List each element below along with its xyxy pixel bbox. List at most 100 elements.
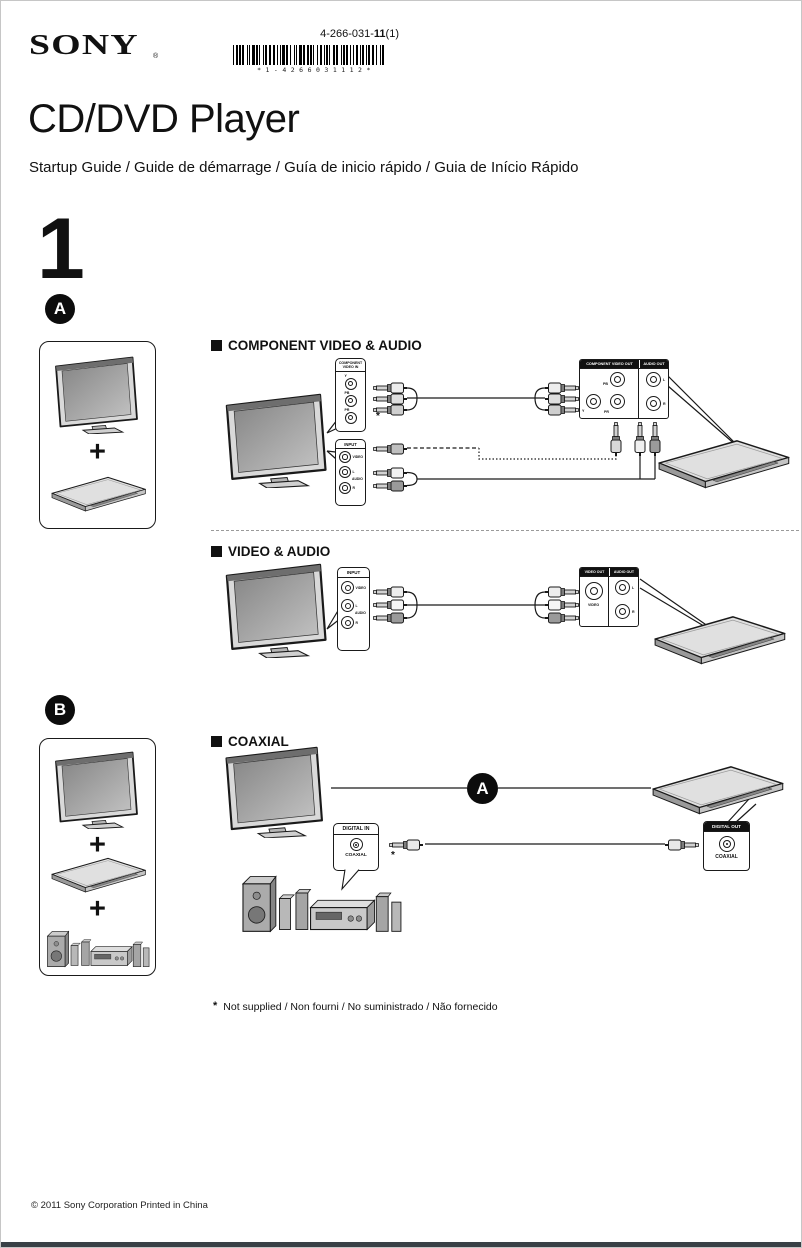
barcode-bars xyxy=(233,45,399,65)
tv-illustration xyxy=(223,393,333,488)
jack-label: Y xyxy=(582,409,585,413)
jack-label: L xyxy=(663,378,666,382)
rca-jack xyxy=(344,411,357,424)
rca-plug-icon xyxy=(373,443,407,455)
home-theater-illustration xyxy=(45,915,151,969)
section-marker xyxy=(211,546,222,557)
sony-logo: SONY xyxy=(29,29,139,61)
not-supplied-mark: * xyxy=(213,1000,218,1012)
footnote-text: Not supplied / Non fourni / No suministr… xyxy=(223,1001,498,1013)
rca-plug-icon xyxy=(373,586,407,598)
page-subtitle: Startup Guide / Guide de démarrage / Guí… xyxy=(29,159,579,176)
rca-jack xyxy=(615,580,630,595)
input-panel: INPUT VIDEO L AUDIO R xyxy=(335,439,366,506)
rca-jack xyxy=(339,451,351,464)
section-marker xyxy=(211,736,222,747)
plus-sign: + xyxy=(89,436,106,468)
panel-title: COMPONENT VIDEO OUT xyxy=(586,362,633,366)
jack-label: VIDEO xyxy=(352,455,364,460)
footer-copyright: © 2011 Sony Corporation Printed in China xyxy=(31,1200,208,1211)
not-supplied-mark: * xyxy=(376,411,380,422)
rca-jack xyxy=(341,581,354,595)
rca-jack xyxy=(610,372,625,387)
footnote: * Not supplied / Non fourni / No suminis… xyxy=(213,1000,498,1014)
coax-jack xyxy=(718,836,735,852)
rca-jack xyxy=(344,394,357,407)
player-illustration xyxy=(653,439,793,489)
step-number: 1 xyxy=(37,201,85,297)
part-number-suffix: (1) xyxy=(385,28,399,40)
section-marker xyxy=(211,340,222,351)
bottom-bar xyxy=(1,1242,801,1247)
player-illustration xyxy=(48,857,148,893)
section-heading-component: COMPONENT VIDEO & AUDIO xyxy=(211,338,422,353)
rca-jack xyxy=(341,616,354,630)
digital-in-panel: DIGITAL IN COAXIAL xyxy=(333,823,379,871)
home-theater-illustration xyxy=(239,851,404,935)
registered-trademark-icon: ® xyxy=(153,53,159,60)
panel-title: INPUT xyxy=(336,440,365,450)
barcode-text: *1-4266031112* xyxy=(257,66,375,74)
plus-sign: + xyxy=(89,829,106,861)
part-number: 4-266-031-11(1) xyxy=(233,28,399,40)
tv-illustration xyxy=(223,563,333,658)
rca-jack xyxy=(339,481,351,494)
jack-label: L xyxy=(355,603,358,608)
section-heading-label: COMPONENT VIDEO & AUDIO xyxy=(228,338,422,353)
component-video-out-panel: COMPONENT VIDEO OUT AUDIO OUT PB Y PR L … xyxy=(579,359,669,419)
badge-a-ref: A xyxy=(467,773,498,804)
part-number-prefix: 4-266-031- xyxy=(320,28,374,40)
rca-plug-icon xyxy=(545,612,579,624)
not-supplied-mark: * xyxy=(391,850,395,861)
jack-label: R xyxy=(663,402,666,406)
kit-box-a: + xyxy=(39,341,156,529)
section-heading-label: VIDEO & AUDIO xyxy=(228,544,331,559)
section-heading-label: COAXIAL xyxy=(228,734,289,749)
divider-dashed xyxy=(211,530,799,531)
panel-title: DIGITAL IN xyxy=(334,824,378,836)
jack-label: R xyxy=(632,610,635,614)
panel-title: COMPONENT xyxy=(338,360,363,365)
rca-plug-icon xyxy=(373,467,407,479)
player-illustration xyxy=(647,765,787,815)
panel-title: INPUT xyxy=(338,568,369,579)
jack-label: PR xyxy=(344,407,350,412)
rca-jack xyxy=(646,372,661,387)
jack-label: Y xyxy=(344,373,347,378)
input-panel: INPUT VIDEO L AUDIO R xyxy=(337,567,370,651)
component-video-in-panel: COMPONENT VIDEO IN Y PB PR xyxy=(335,358,366,432)
rca-plug-icon xyxy=(373,599,407,611)
rca-jack xyxy=(610,394,625,409)
jack-label: AUDIO xyxy=(355,611,366,616)
player-illustration xyxy=(48,476,148,512)
digital-out-panel: DIGITAL OUT COAXIAL xyxy=(703,821,750,871)
jack-label: R xyxy=(355,620,358,625)
rca-jack xyxy=(339,466,351,479)
jack-label: COAXIAL xyxy=(345,853,367,859)
rca-plug-icon xyxy=(634,422,646,456)
rca-plug-icon xyxy=(373,612,407,624)
rca-jack xyxy=(585,582,603,600)
rca-jack xyxy=(341,599,354,613)
panel-title: VIDEO OUT xyxy=(584,570,605,574)
rca-plug-icon xyxy=(610,422,622,456)
kit-box-b: + + xyxy=(39,738,156,976)
coax-plug-icon xyxy=(665,839,699,851)
badge-b: B xyxy=(45,695,75,725)
barcode: *1-4266031112* xyxy=(233,45,399,74)
rca-plug-icon xyxy=(545,599,579,611)
panel-title: AUDIO OUT xyxy=(609,568,638,576)
page-title: CD/DVD Player xyxy=(28,97,300,141)
section-heading-coaxial: COAXIAL xyxy=(211,734,289,749)
jack-label: R xyxy=(352,485,355,490)
jack-label: PB xyxy=(603,382,608,386)
rca-plug-icon xyxy=(373,480,407,492)
panel-title: DIGITAL OUT xyxy=(704,822,749,832)
rca-jack xyxy=(646,396,661,411)
badge-a: A xyxy=(45,294,75,324)
jack-label: PB xyxy=(344,390,350,395)
jack-label: L xyxy=(632,586,635,590)
rca-jack xyxy=(615,604,630,619)
part-number-revision: 11 xyxy=(373,28,386,40)
